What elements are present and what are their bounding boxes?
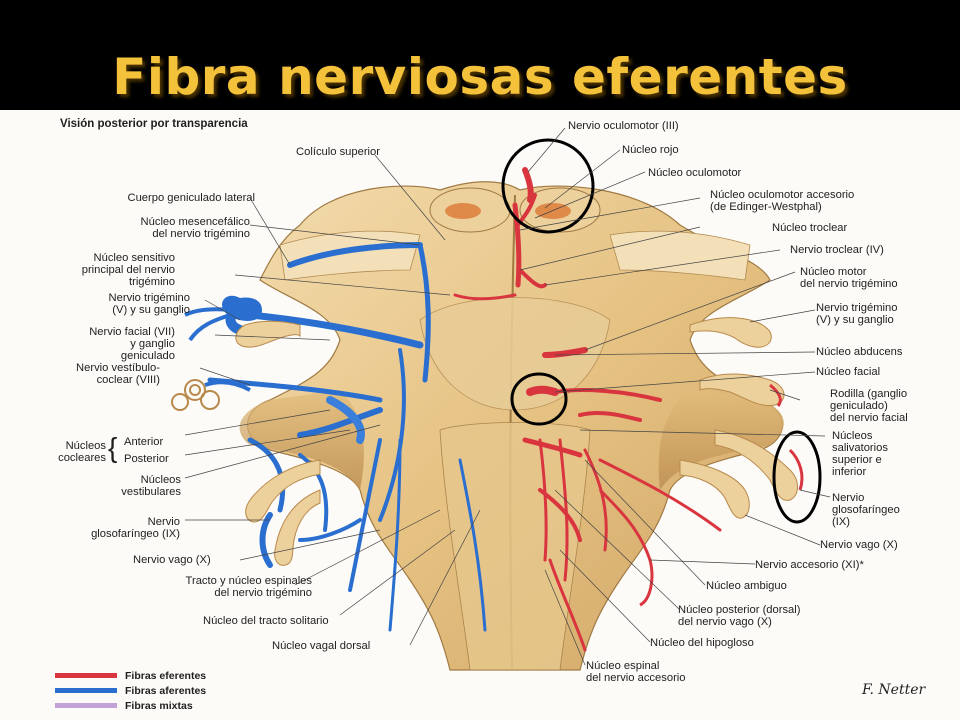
label-tracto-solitario: Núcleo del tracto solitario xyxy=(203,615,329,627)
label-rodilla: Rodilla (ganglio geniculado) del nervio … xyxy=(830,388,908,424)
inner-ear xyxy=(171,379,251,411)
label-vagal-dorsal: Núcleo vagal dorsal xyxy=(272,640,371,652)
efferent-pathways xyxy=(453,167,722,652)
label-salivatorios: Núcleos salivatorios superior e inferior xyxy=(832,430,888,478)
label-nucleo-facial: Núcleo facial xyxy=(816,366,881,378)
anatomy-plate: Visión posterior por transparencia Colíc… xyxy=(0,110,960,720)
label-nucleo-rojo: Núcleo rojo xyxy=(622,144,679,156)
peripheral-nerves-left xyxy=(235,320,321,566)
legend-swatch-mixtas xyxy=(55,703,117,708)
label-hipogloso: Núcleo del hipogloso xyxy=(650,637,754,649)
label-vago-der: Nervio vago (X) xyxy=(820,539,898,551)
label-tracto-espinal: Tracto y núcleo espinales del nervio tri… xyxy=(185,575,312,599)
label-nucleo-accesorio-ew: Núcleo oculomotor accesorio (de Edinger-… xyxy=(710,189,855,213)
label-nucleos-cocleares: Núcleos cocleares xyxy=(58,440,106,464)
bracket-cocleares: { xyxy=(108,432,118,463)
label-trigemino-der: Nervio trigémino (V) y su ganglio xyxy=(816,302,898,326)
label-glosofaringeo-izq: Nervio glosofaríngeo (IX) xyxy=(91,516,180,540)
legend-swatch-aferentes xyxy=(55,688,117,693)
label-anterior: Anterior xyxy=(124,436,164,448)
trigeminal-ganglion-left xyxy=(184,295,262,342)
highlight-marks xyxy=(501,138,822,524)
slide-title: Fibra nerviosas eferentes xyxy=(112,48,848,106)
artist-signature: F. Netter xyxy=(862,682,926,698)
brainstem xyxy=(239,181,784,671)
label-trigemino-izq: Nervio trigémino (V) y su ganglio xyxy=(108,292,190,316)
label-nucleo-troclear: Núcleo troclear xyxy=(772,222,848,234)
plate-subtitle: Visión posterior por transparencia xyxy=(60,118,248,130)
label-nervio-troclear: Nervio troclear (IV) xyxy=(790,244,884,256)
legend-label-aferentes: Fibras aferentes xyxy=(125,685,207,697)
label-nervio-accesorio: Nervio accesorio (XI)* xyxy=(755,559,864,571)
label-nucleo-abducens: Núcleo abducens xyxy=(816,346,903,358)
label-nucleo-mesencefalico: Núcleo mesencefálico del nervio trigémin… xyxy=(140,216,250,240)
label-espinal-accesorio: Núcleo espinal del nervio accesorio xyxy=(586,660,686,684)
label-glosofaringeo-der: Nervio glosofaríngeo (IX) xyxy=(832,492,900,528)
label-vestibulococlear: Nervio vestíbulo- coclear (VIII) xyxy=(76,362,160,386)
label-nucleo-sensitivo: Núcleo sensitivo principal del nervio tr… xyxy=(81,252,175,288)
label-nervio-oculomotor: Nervio oculomotor (III) xyxy=(568,120,679,132)
highlight-glossopharyngeal xyxy=(772,430,822,524)
label-coliculo-superior: Colículo superior xyxy=(296,146,380,158)
highlight-oculomotor xyxy=(501,138,595,234)
label-nucleos-vestibulares: Núcleos vestibulares xyxy=(121,474,181,498)
label-cuerpo-geniculado: Cuerpo geniculado lateral xyxy=(127,192,256,204)
legend-label-eferentes: Fibras eferentes xyxy=(125,670,207,682)
highlight-facial xyxy=(510,372,568,426)
label-motor-trigemino: Núcleo motor del nervio trigémino xyxy=(800,266,898,290)
legend-label-mixtas: Fibras mixtas xyxy=(125,700,193,712)
leader-lines xyxy=(184,127,831,666)
legend-swatch-eferentes xyxy=(55,673,117,678)
label-nucleo-ambiguo: Núcleo ambiguo xyxy=(706,580,787,592)
label-posterior-vago: Núcleo posterior (dorsal) del nervio vag… xyxy=(678,604,801,628)
label-nucleo-oculomotor: Núcleo oculomotor xyxy=(648,167,742,179)
brainstem-illustration xyxy=(171,127,831,671)
label-posterior: Posterior xyxy=(124,453,169,465)
label-facial-izq: Nervio facial (VII) y ganglio geniculado xyxy=(89,326,175,362)
peripheral-nerves-right xyxy=(598,317,804,607)
label-vago-izq: Nervio vago (X) xyxy=(133,554,211,566)
